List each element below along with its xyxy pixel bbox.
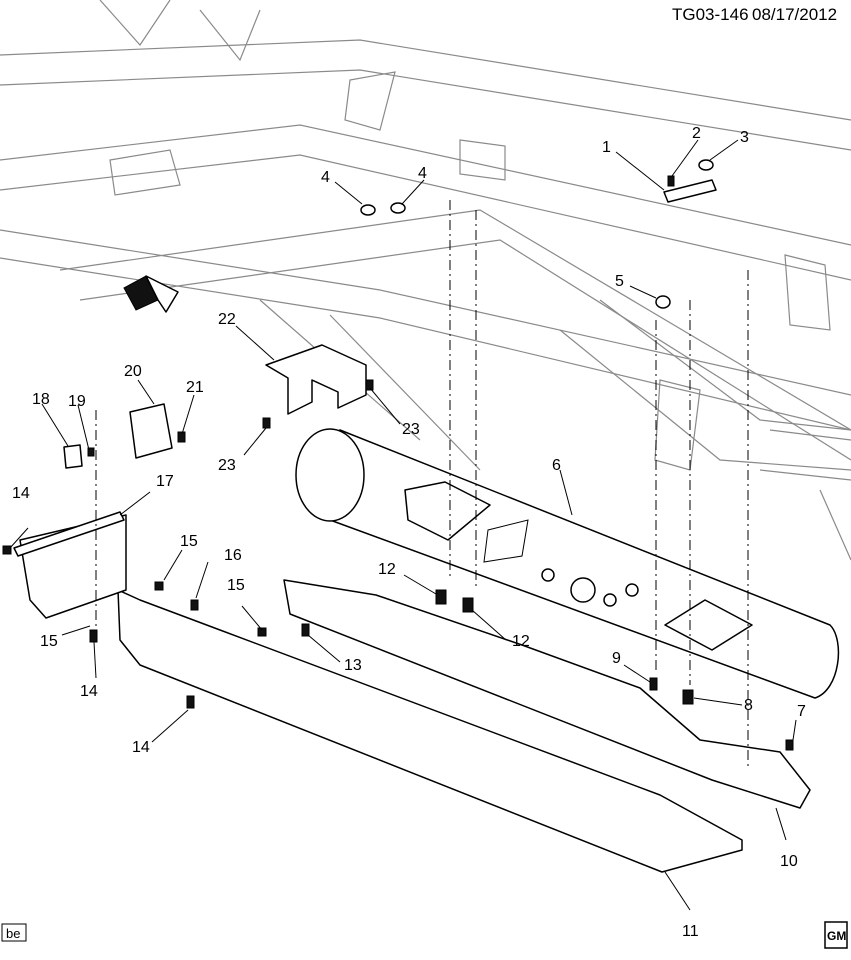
callout-10: 10 (780, 853, 798, 870)
front-direction-arrow-icon (123, 275, 179, 313)
callout-14c: 14 (132, 739, 150, 756)
callout-18: 18 (32, 391, 50, 408)
diagram-date: 08/17/2012 (752, 5, 837, 24)
callout-19: 19 (68, 393, 86, 410)
callout-20: 20 (124, 363, 142, 380)
nut-part-5 (655, 295, 671, 309)
callout-3: 3 (740, 129, 749, 146)
bolts (2, 379, 794, 751)
callout-14a: 14 (12, 485, 30, 502)
callout-12a: 12 (378, 561, 396, 578)
alignment-lines (95, 200, 749, 770)
callout-15c: 15 (227, 577, 245, 594)
tank-part-6 (295, 428, 840, 699)
leader-lines (9, 139, 797, 911)
callout-2: 2 (692, 125, 701, 142)
vehicle-frame (0, 0, 851, 561)
callout-23b: 23 (218, 457, 236, 474)
stud-part-2 (667, 175, 675, 187)
nut-part-4-right (390, 202, 406, 214)
callout-23a: 23 (402, 421, 420, 438)
bracket-part-1 (663, 179, 717, 203)
callout-16: 16 (224, 547, 242, 564)
callout-17: 17 (156, 473, 174, 490)
nut-part-3 (698, 159, 714, 171)
sensor-part-18 (63, 444, 83, 469)
callout-8: 8 (744, 697, 753, 714)
callout-6: 6 (552, 457, 561, 474)
callout-7: 7 (797, 703, 806, 720)
heat-shield-part-22 (265, 344, 367, 415)
diagram-id: TG03-146 (672, 5, 749, 24)
callout-22: 22 (218, 311, 236, 328)
callout-15b: 15 (180, 533, 198, 550)
code-box: be (1, 923, 27, 942)
shield-part-11 (117, 589, 743, 873)
callout-21: 21 (186, 379, 204, 396)
callout-15a: 15 (40, 633, 58, 650)
svg-text:GM: GM (827, 929, 846, 943)
svg-text:be: be (6, 926, 20, 941)
callout-5: 5 (615, 273, 624, 290)
callout-14b: 14 (80, 683, 98, 700)
callout-1: 1 (602, 139, 611, 156)
callout-13: 13 (344, 657, 362, 674)
module-part-20 (129, 403, 173, 459)
nut-part-4-left (360, 204, 376, 216)
callout-12b: 12 (512, 633, 530, 650)
callout-9: 9 (612, 650, 621, 667)
callout-4b: 4 (418, 165, 427, 182)
shield-part-10 (283, 579, 811, 809)
gm-logo: GM (824, 921, 848, 949)
callout-11: 11 (682, 923, 699, 940)
callout-4a: 4 (321, 169, 330, 186)
